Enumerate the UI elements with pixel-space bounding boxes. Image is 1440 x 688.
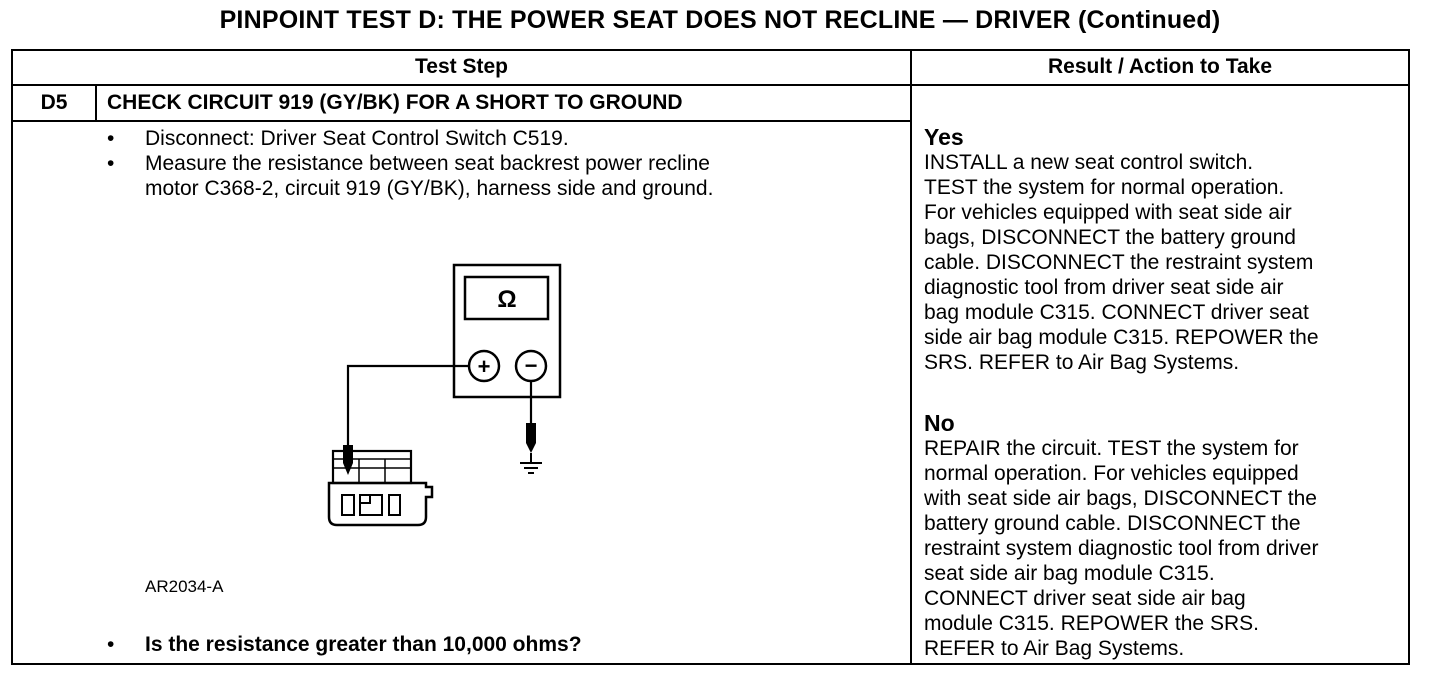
figure-id: AR2034-A [145, 577, 224, 596]
no-action: REPAIR the circuit. TEST the system for … [924, 437, 1319, 660]
question-text: Is the resistance greater than 10,000 oh… [145, 633, 582, 656]
positive-probe [343, 445, 353, 463]
bullet-measure-cont: motor C368-2, circuit 919 (GY/BK), harne… [145, 176, 713, 201]
bullet-text: Disconnect: Driver Seat Control Switch C… [145, 127, 569, 150]
ground-icon [520, 462, 542, 474]
bullet-text: Measure the resistance between seat back… [145, 152, 710, 175]
step-id: D5 [40, 91, 68, 114]
page-title: PINPOINT TEST D: THE POWER SEAT DOES NOT… [219, 6, 1221, 34]
column-divider [910, 49, 912, 665]
bullet-symbol: • [107, 127, 115, 150]
positive-lead [346, 364, 469, 445]
pinpoint-test-table [11, 49, 1410, 665]
header-test-step: Test Step [415, 55, 508, 78]
no-label: No [924, 410, 955, 436]
bullet-question: • Is the resistance greater than 10,000 … [107, 632, 582, 657]
positive-probe-tip [343, 463, 353, 475]
bullet-measure: • Measure the resistance between seat ba… [107, 151, 710, 176]
ohm-symbol: Ω [497, 286, 516, 313]
minus-sign: − [525, 353, 538, 378]
bullet-text: motor C368-2, circuit 919 (GY/BK), harne… [145, 177, 714, 200]
bullet-disconnect: • Disconnect: Driver Seat Control Switch… [107, 126, 569, 151]
header-result-action: Result / Action to Take [1047, 55, 1273, 78]
header-divider [11, 84, 1410, 86]
connector-icon [327, 449, 434, 527]
yes-label: Yes [924, 124, 964, 150]
bullet-symbol: • [107, 633, 115, 656]
bullet-symbol: • [107, 152, 115, 175]
step-id-divider [95, 84, 97, 121]
meter-body [452, 263, 562, 399]
yes-action: INSTALL a new seat control switch. TEST … [924, 151, 1319, 374]
plus-sign: + [478, 354, 491, 379]
result-column: Yes INSTALL a new seat control switch. T… [924, 124, 1408, 661]
meter-display [463, 275, 550, 321]
step-title: CHECK CIRCUIT 919 (GY/BK) FOR A SHORT TO… [107, 91, 683, 114]
ohmmeter-diagram: Ω + − [327, 263, 562, 527]
step-row-divider [11, 120, 911, 122]
negative-probe-tip [526, 443, 536, 453]
negative-probe [526, 423, 536, 443]
